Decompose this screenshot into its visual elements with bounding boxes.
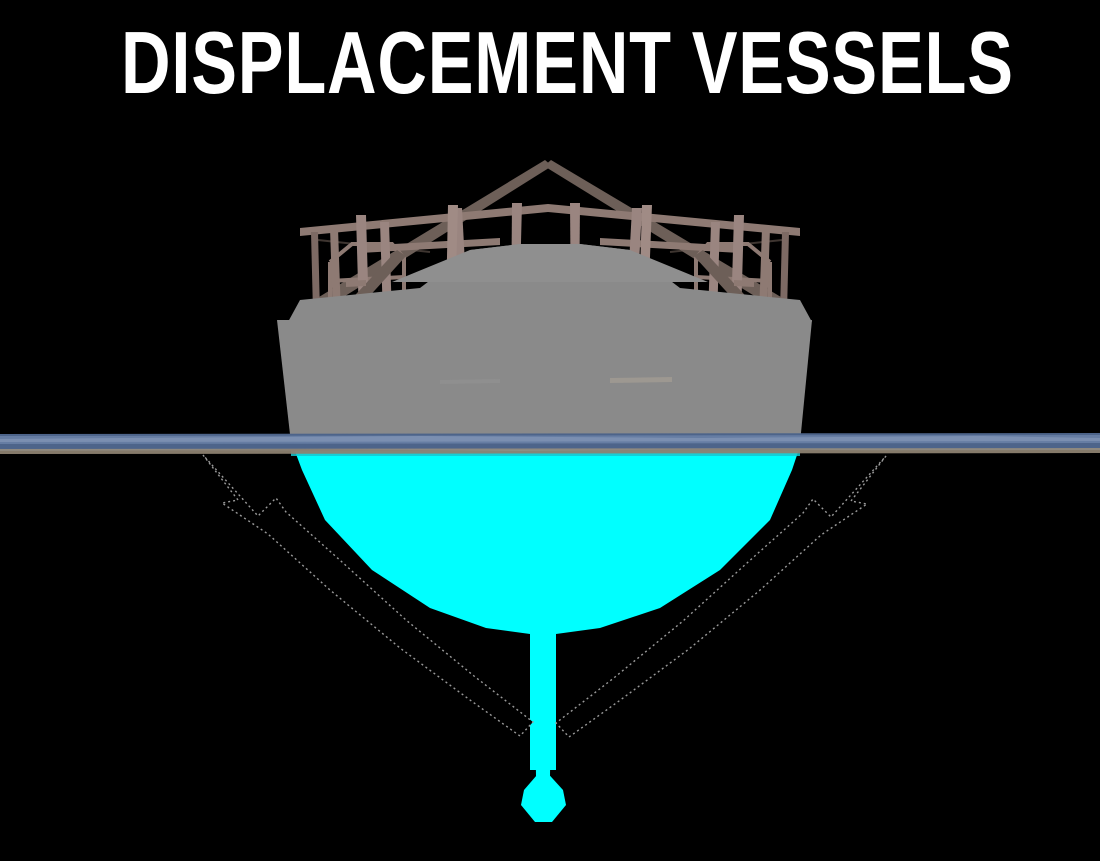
flow-arrow-right [554,455,887,738]
flow-arrow-left [202,454,535,737]
water-surface [0,433,1100,456]
deck-silhouette [288,244,812,322]
hull-above-waterline [277,320,812,443]
page-title: DISPLACEMENT VESSELS [121,13,1014,112]
keel-fin [534,630,552,776]
keel-bulb [521,768,566,822]
hull-below-waterline [293,446,800,822]
vessel-superstructure [300,160,800,320]
a-frame-spars [314,160,786,308]
